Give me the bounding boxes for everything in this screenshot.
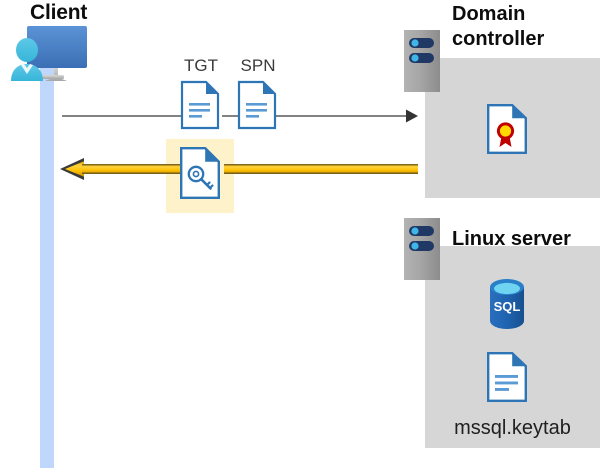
page-title-domain-controller: Domain controller	[452, 2, 544, 52]
keytab-file-label: mssql.keytab	[454, 417, 571, 439]
sql-badge-text: SQL	[494, 299, 521, 314]
label-tgt: TGT	[184, 56, 218, 75]
service-ticket-key-document-icon	[180, 147, 220, 199]
client-workstation-icon	[6, 24, 102, 86]
page-title-client: Client	[30, 1, 88, 24]
spn-document-icon	[237, 80, 277, 130]
certificate-document-icon	[487, 104, 527, 154]
keytab-document-icon	[487, 352, 527, 402]
domain-controller-title-line1: Domain	[452, 3, 526, 25]
domain-controller-server-icon	[404, 30, 440, 92]
linux-server-icon	[404, 218, 440, 280]
client-lifeline	[40, 62, 54, 468]
page-title-linux-server: Linux server	[452, 228, 571, 250]
tgt-document-icon	[180, 80, 220, 130]
response-flow-arrow	[58, 158, 420, 180]
sql-database-icon: SQL	[485, 278, 529, 330]
label-spn: SPN	[240, 56, 276, 75]
domain-controller-title-line2: controller	[452, 28, 545, 50]
